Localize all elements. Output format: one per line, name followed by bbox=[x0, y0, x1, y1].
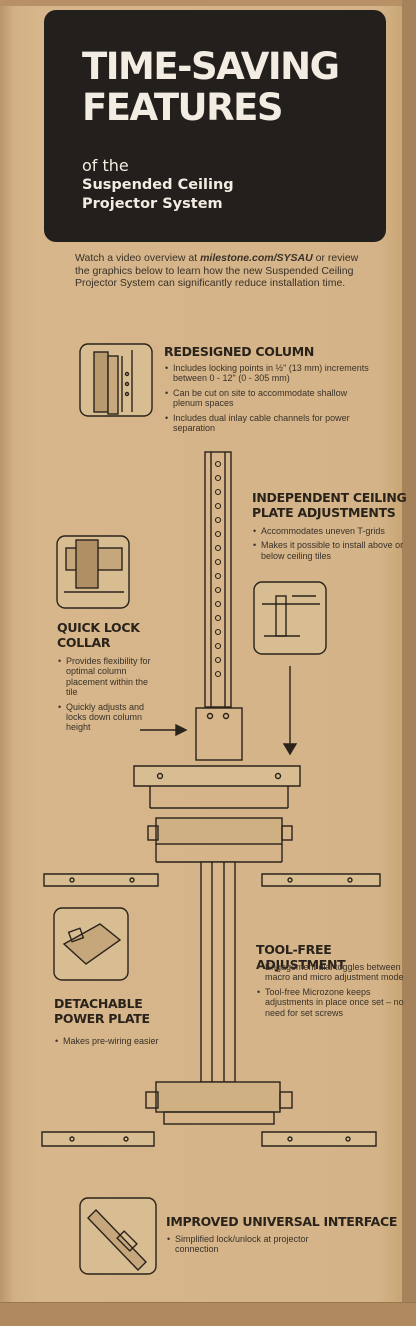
collar-detail-image bbox=[56, 535, 130, 609]
power-plate-title-line-2: POWER PLATE bbox=[54, 1011, 150, 1026]
intro-text: Watch a video overview at milestone.com/… bbox=[75, 252, 375, 290]
headline-line-2: FEATURES bbox=[82, 86, 284, 129]
tool-free-bullets: Engagement dial toggles between macro an… bbox=[256, 962, 415, 1022]
intro-after-link: or review the graphics below to learn ho… bbox=[75, 252, 359, 290]
universal-interface-bullets: Simplified lock/unlock at projector conn… bbox=[166, 1234, 315, 1259]
lower-adjustment-assembly bbox=[145, 1081, 293, 1125]
headline-subtitle: Suspended Ceiling Projector System bbox=[82, 176, 372, 214]
collar-block bbox=[195, 707, 243, 761]
ceiling-plate bbox=[133, 765, 301, 809]
interface-detail-image bbox=[79, 1197, 157, 1275]
independent-ceiling-title-line-1: INDEPENDENT CEILING bbox=[252, 490, 407, 505]
upper-adjustment-assembly bbox=[147, 817, 293, 863]
bullet-item: Simplified lock/unlock at projector conn… bbox=[167, 1234, 315, 1255]
bullet-item: Makes pre-wiring easier bbox=[55, 1036, 213, 1047]
bullet-item: Makes it possible to install above or be… bbox=[253, 540, 411, 561]
headline: TIME-SAVING FEATURES bbox=[82, 46, 382, 128]
subtitle-line-1: Suspended Ceiling bbox=[82, 177, 234, 193]
power-plate-detail-image bbox=[53, 907, 129, 981]
bullet-item: Tool-free Microzone keeps adjustments in… bbox=[257, 987, 415, 1018]
bullet-item: Includes locking points in ½" (13 mm) in… bbox=[165, 363, 373, 384]
power-plate-title-line-1: DETACHABLE bbox=[54, 996, 143, 1011]
power-plate-bullets: Makes pre-wiring easier bbox=[54, 1036, 213, 1050]
quick-lock-title-line-1: QUICK LOCK bbox=[57, 620, 140, 635]
title-panel: TIME-SAVING FEATURES of the Suspended Ce… bbox=[44, 10, 386, 242]
upper-rails bbox=[43, 873, 381, 887]
bullet-item: Can be cut on site to accommodate shallo… bbox=[165, 388, 373, 409]
ceiling-plate-detail-image bbox=[253, 581, 327, 655]
quick-lock-bullets: Provides flexibility for optimal column … bbox=[57, 656, 156, 737]
lower-rails bbox=[41, 1131, 377, 1147]
detachable-power-plate-title: DETACHABLE POWER PLATE bbox=[54, 996, 150, 1026]
bullet-item: Accommodates uneven T-grids bbox=[253, 526, 411, 537]
intro-before-link: Watch a video overview at bbox=[75, 252, 198, 264]
bullet-item: Engagement dial toggles between macro an… bbox=[257, 962, 415, 983]
quick-lock-title-line-2: COLLAR bbox=[57, 635, 111, 650]
redesigned-column-title: REDESIGNED COLUMN bbox=[164, 344, 314, 359]
independent-ceiling-title: INDEPENDENT CEILING PLATE ADJUSTMENTS bbox=[252, 490, 407, 520]
box-bottom-fold bbox=[0, 1302, 416, 1326]
quick-lock-collar-title: QUICK LOCK COLLAR bbox=[57, 620, 140, 650]
video-link[interactable]: milestone.com/SYSAU bbox=[200, 252, 313, 264]
subtitle-line-2: Projector System bbox=[82, 196, 223, 212]
box-top-fold bbox=[0, 0, 416, 6]
column-detail-image bbox=[79, 343, 153, 417]
independent-ceiling-title-line-2: PLATE ADJUSTMENTS bbox=[252, 505, 396, 520]
headline-line-1: TIME-SAVING bbox=[82, 45, 340, 88]
bullet-item: Quickly adjusts and locks down column he… bbox=[58, 702, 156, 733]
universal-interface-title: IMPROVED UNIVERSAL INTERFACE bbox=[166, 1214, 398, 1229]
bullet-item: Provides flexibility for optimal column … bbox=[58, 656, 156, 698]
bullet-item: Includes dual inlay cable channels for p… bbox=[165, 413, 373, 434]
column bbox=[204, 451, 232, 708]
headline-of-the: of the bbox=[82, 156, 129, 175]
arrow-down-icon bbox=[282, 666, 298, 756]
independent-ceiling-bullets: Accommodates uneven T-grids Makes it pos… bbox=[252, 526, 411, 565]
redesigned-column-bullets: Includes locking points in ½" (13 mm) in… bbox=[164, 363, 373, 437]
